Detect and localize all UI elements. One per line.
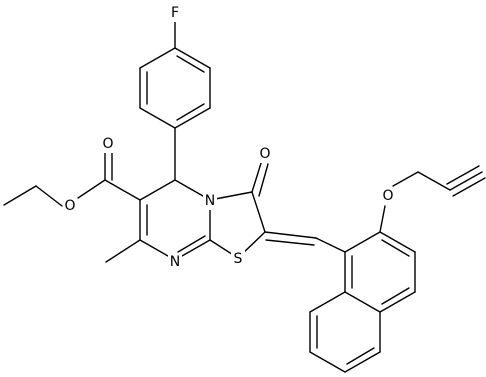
bonds xyxy=(3,21,486,373)
atom-label-n-ring: N xyxy=(205,193,215,209)
bond-c2-ch xyxy=(264,231,317,239)
bond-alkyne-3 xyxy=(452,177,486,197)
bond-c3-o-inner xyxy=(258,163,269,197)
atom-ester-carbonyl-oxygen: O xyxy=(101,135,115,153)
bond-naph-c6-c5-inner xyxy=(346,347,375,365)
bond-c3-o xyxy=(251,159,263,193)
bond-naph-c2-c3 xyxy=(379,231,416,253)
atom-ring-nitrogen: N xyxy=(203,192,217,210)
bond-alkyne-1 xyxy=(449,171,483,191)
atom-imine-nitrogen: N xyxy=(168,253,182,271)
bond-oether-ch2 xyxy=(35,185,63,207)
bond-phenyl-1-inner xyxy=(176,55,205,73)
atom-labels: F O O O N N S O xyxy=(63,4,395,271)
bond-naph-c2-o xyxy=(379,205,386,233)
atom-ether-oxygen: O xyxy=(381,187,395,205)
bond-naph-c4-c4a xyxy=(379,291,416,313)
bond-c5-c6 xyxy=(139,179,176,201)
atom-label-f: F xyxy=(171,5,179,21)
bond-o-ch2 xyxy=(392,171,419,187)
bond-naph-c6-c5 xyxy=(344,351,381,373)
atom-fluorine: F xyxy=(168,4,182,22)
bond-phenyl-1 xyxy=(174,47,211,69)
bond-n8-c8a-inner xyxy=(177,235,206,253)
atom-label-n-imine: N xyxy=(170,254,180,270)
atom-ketone-oxygen: O xyxy=(258,145,272,163)
bond-naph-c4a-c8a xyxy=(344,291,381,313)
atom-label-s: S xyxy=(234,251,243,267)
bond-phenyl-3-inner xyxy=(176,103,205,121)
bond-naph-c4-c4a-inner xyxy=(381,287,410,305)
bond-ch-naph xyxy=(315,237,346,253)
bond-cester-oether xyxy=(77,179,106,199)
bond-phenyl-3 xyxy=(174,107,211,129)
bond-naph-c1-c2 xyxy=(344,231,381,253)
bond-c7-methyl xyxy=(105,239,141,263)
atom-label-o-ether: O xyxy=(382,188,393,204)
bond-c3-c2 xyxy=(251,191,266,233)
bond-phenyl-4 xyxy=(139,107,176,129)
bond-alkyne-2 xyxy=(446,165,480,185)
atom-label-o-ester: O xyxy=(64,198,75,214)
atom-label-o-carbonyl: O xyxy=(102,136,113,152)
atom-sulfur: S xyxy=(231,250,245,268)
bond-naph-c2-c3-inner xyxy=(381,239,410,257)
bond-naph-c8a-c8 xyxy=(309,291,346,313)
bond-naph-c7-c6 xyxy=(309,351,346,373)
atom-ester-oxygen: O xyxy=(63,197,77,215)
bond-c6-cester xyxy=(104,179,141,201)
bond-ch2-ch3 xyxy=(3,185,37,206)
atom-label-o-ketone: O xyxy=(259,146,270,162)
bond-ch2-csp xyxy=(417,171,451,191)
bond-phenyl-6 xyxy=(139,47,176,69)
bond-c2-ch-inner xyxy=(265,239,315,246)
